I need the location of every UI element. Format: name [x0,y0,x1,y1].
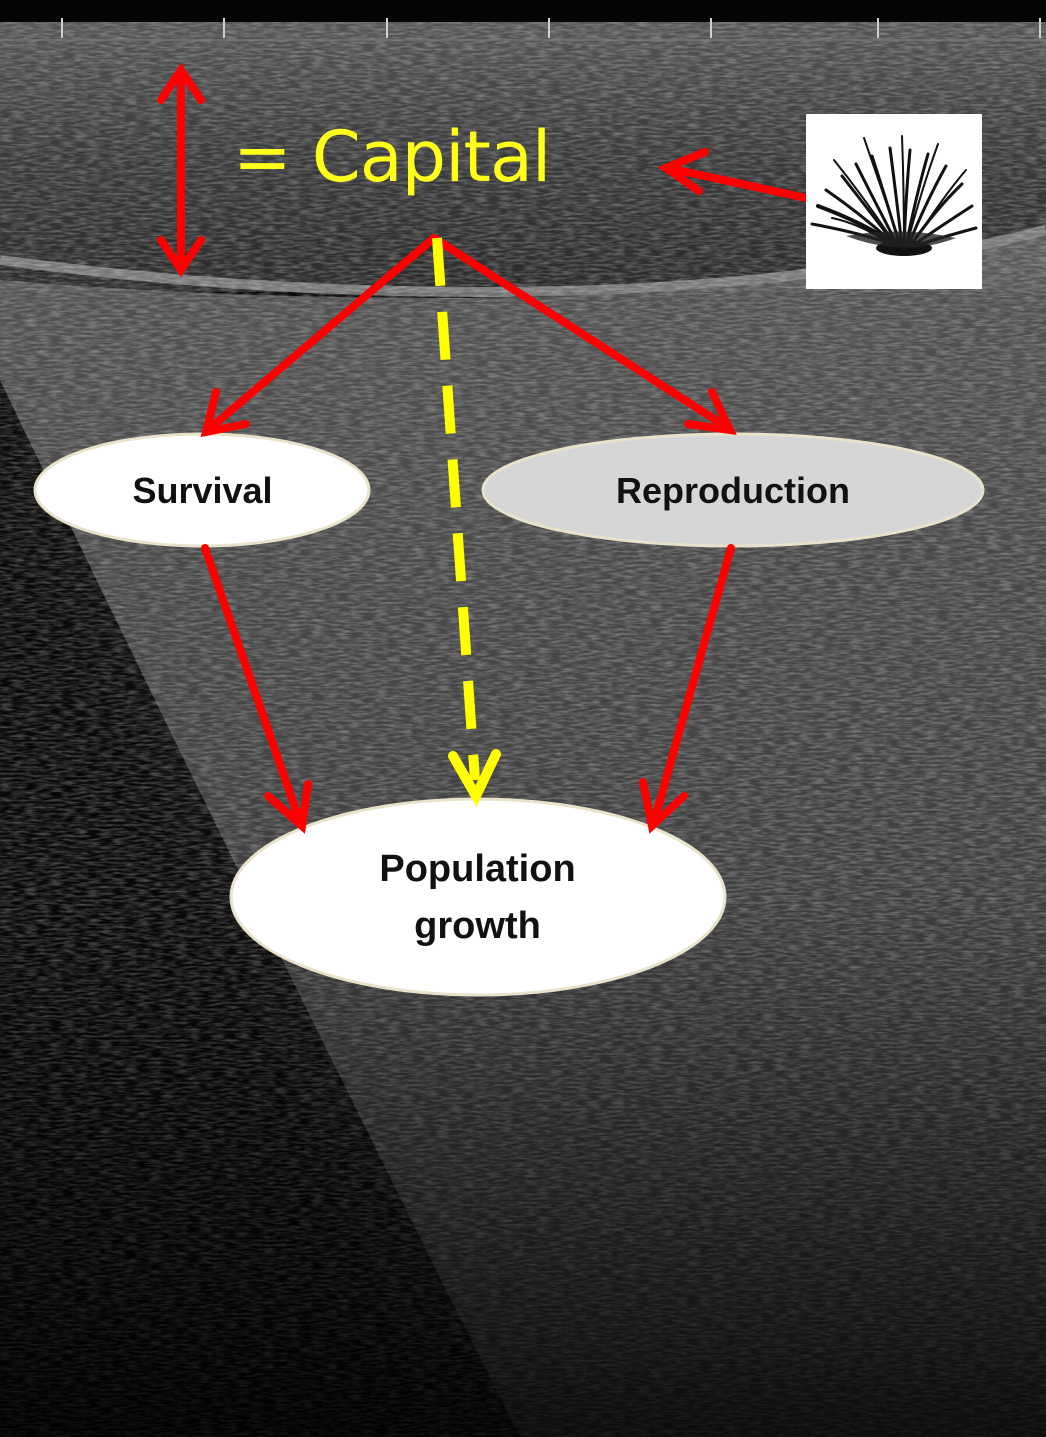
grass-tuft-icon [806,114,982,289]
capital-to-survival-arrow [206,238,434,432]
reproduction-label: Reproduction [483,470,983,512]
population-growth-label-line1: Population [230,848,725,891]
survival-to-population-arrow [205,548,308,826]
grass-tuft-drawing [806,114,982,289]
double-arrow-icon [161,70,201,270]
grass-to-capital-arrow [666,152,806,198]
capital-to-population-dashed-arrow [437,238,496,796]
reproduction-to-population-arrow [643,548,731,826]
population-growth-label-line2: growth [230,905,725,948]
capital-to-reproduction-arrow [434,238,730,430]
survival-label: Survival [35,470,370,512]
capital-label: = Capital [233,122,550,192]
